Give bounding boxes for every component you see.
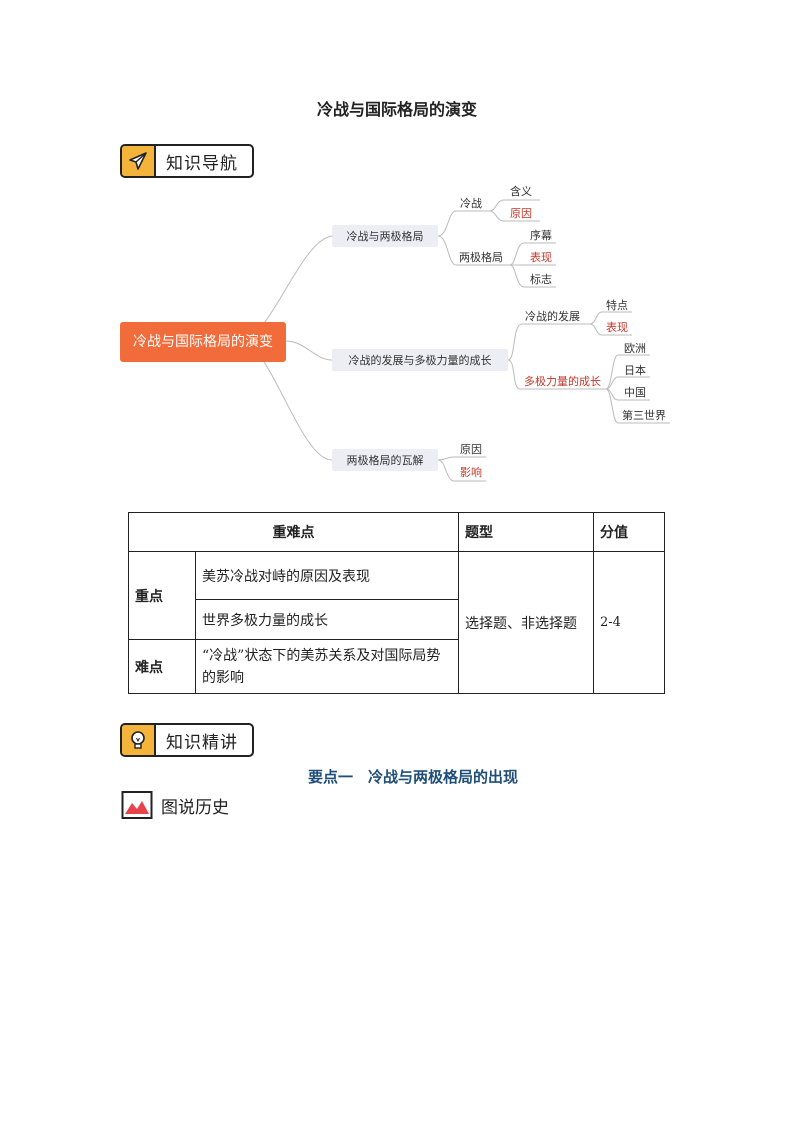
leaf-label: 欧洲 bbox=[624, 342, 646, 355]
difficulty-label: 难点 bbox=[128, 639, 196, 694]
key-item: 美苏冷战对峙的原因及表现 bbox=[195, 551, 459, 600]
leaf-label: 表现 bbox=[530, 250, 552, 264]
score-value: 2-4 bbox=[593, 551, 665, 694]
leaf-label: 含义 bbox=[510, 184, 532, 198]
header-key-points: 重难点 bbox=[128, 512, 459, 552]
key-label: 重点 bbox=[128, 551, 196, 640]
branch-node bbox=[332, 449, 438, 471]
picture-history-text: 图说历史 bbox=[161, 797, 229, 818]
paper-plane-icon bbox=[122, 146, 156, 176]
subtopic-label: 冷战的发展 bbox=[525, 309, 580, 323]
knowledge-nav-badge: 知识导航 bbox=[120, 144, 254, 178]
key-item: 世界多极力量的成长 bbox=[195, 599, 459, 640]
branch-node bbox=[332, 225, 438, 247]
subtopic-label: 冷战 bbox=[460, 197, 482, 210]
leaf-label: 日本 bbox=[624, 363, 646, 377]
mind-map: 冷战与国际格局的演变 冷战与两极格局 冷战 含义 原因 两极格局 序幕 表现 标… bbox=[120, 184, 670, 482]
header-question-type: 题型 bbox=[458, 512, 594, 552]
difficulty-item: “冷战”状态下的美苏关系及对国际局势的影响 bbox=[195, 639, 459, 694]
page-title: 冷战与国际格局的演变 bbox=[316, 100, 477, 119]
root-node bbox=[120, 322, 286, 362]
branch-label: 冷战的发展与多极力量的成长 bbox=[349, 353, 492, 367]
leaf-label: 序幕 bbox=[530, 228, 552, 242]
leaf-label: 中国 bbox=[624, 386, 646, 399]
subtopic-label: 两极格局 bbox=[459, 250, 503, 264]
leaf-label: 标志 bbox=[530, 272, 552, 286]
leaf-label: 原因 bbox=[510, 207, 532, 220]
question-type: 选择题、非选择题 bbox=[458, 551, 594, 694]
leaf-label: 特点 bbox=[606, 298, 628, 312]
root-label: 冷战与国际格局的演变 bbox=[133, 334, 273, 350]
subtopic-label: 多极力量的成长 bbox=[524, 374, 601, 388]
header-score: 分值 bbox=[593, 512, 665, 552]
knowledge-lecture-title: 知识精讲 bbox=[166, 732, 238, 753]
section-heading: 要点一 冷战与两极格局的出现 bbox=[307, 768, 518, 786]
leaf-label: 第三世界 bbox=[622, 408, 666, 422]
lightbulb-icon bbox=[122, 725, 156, 755]
branch-label: 两极格局的瓦解 bbox=[347, 453, 424, 467]
picture-icon bbox=[121, 791, 153, 819]
branch-node bbox=[332, 349, 508, 371]
knowledge-lecture-badge: 知识精讲 bbox=[120, 723, 254, 757]
leaf-label: 表现 bbox=[606, 320, 628, 334]
key-points-table: 重难点 题型 分值 重点 美苏冷战对峙的原因及表现 选择题、非选择题 2-4 世… bbox=[128, 512, 665, 694]
picture-history-label: 图说历史 bbox=[121, 790, 229, 820]
leaf-label: 原因 bbox=[460, 443, 482, 456]
knowledge-nav-title: 知识导航 bbox=[166, 153, 238, 174]
branch-label: 冷战与两极格局 bbox=[347, 229, 424, 243]
leaf-label: 影响 bbox=[460, 466, 482, 479]
